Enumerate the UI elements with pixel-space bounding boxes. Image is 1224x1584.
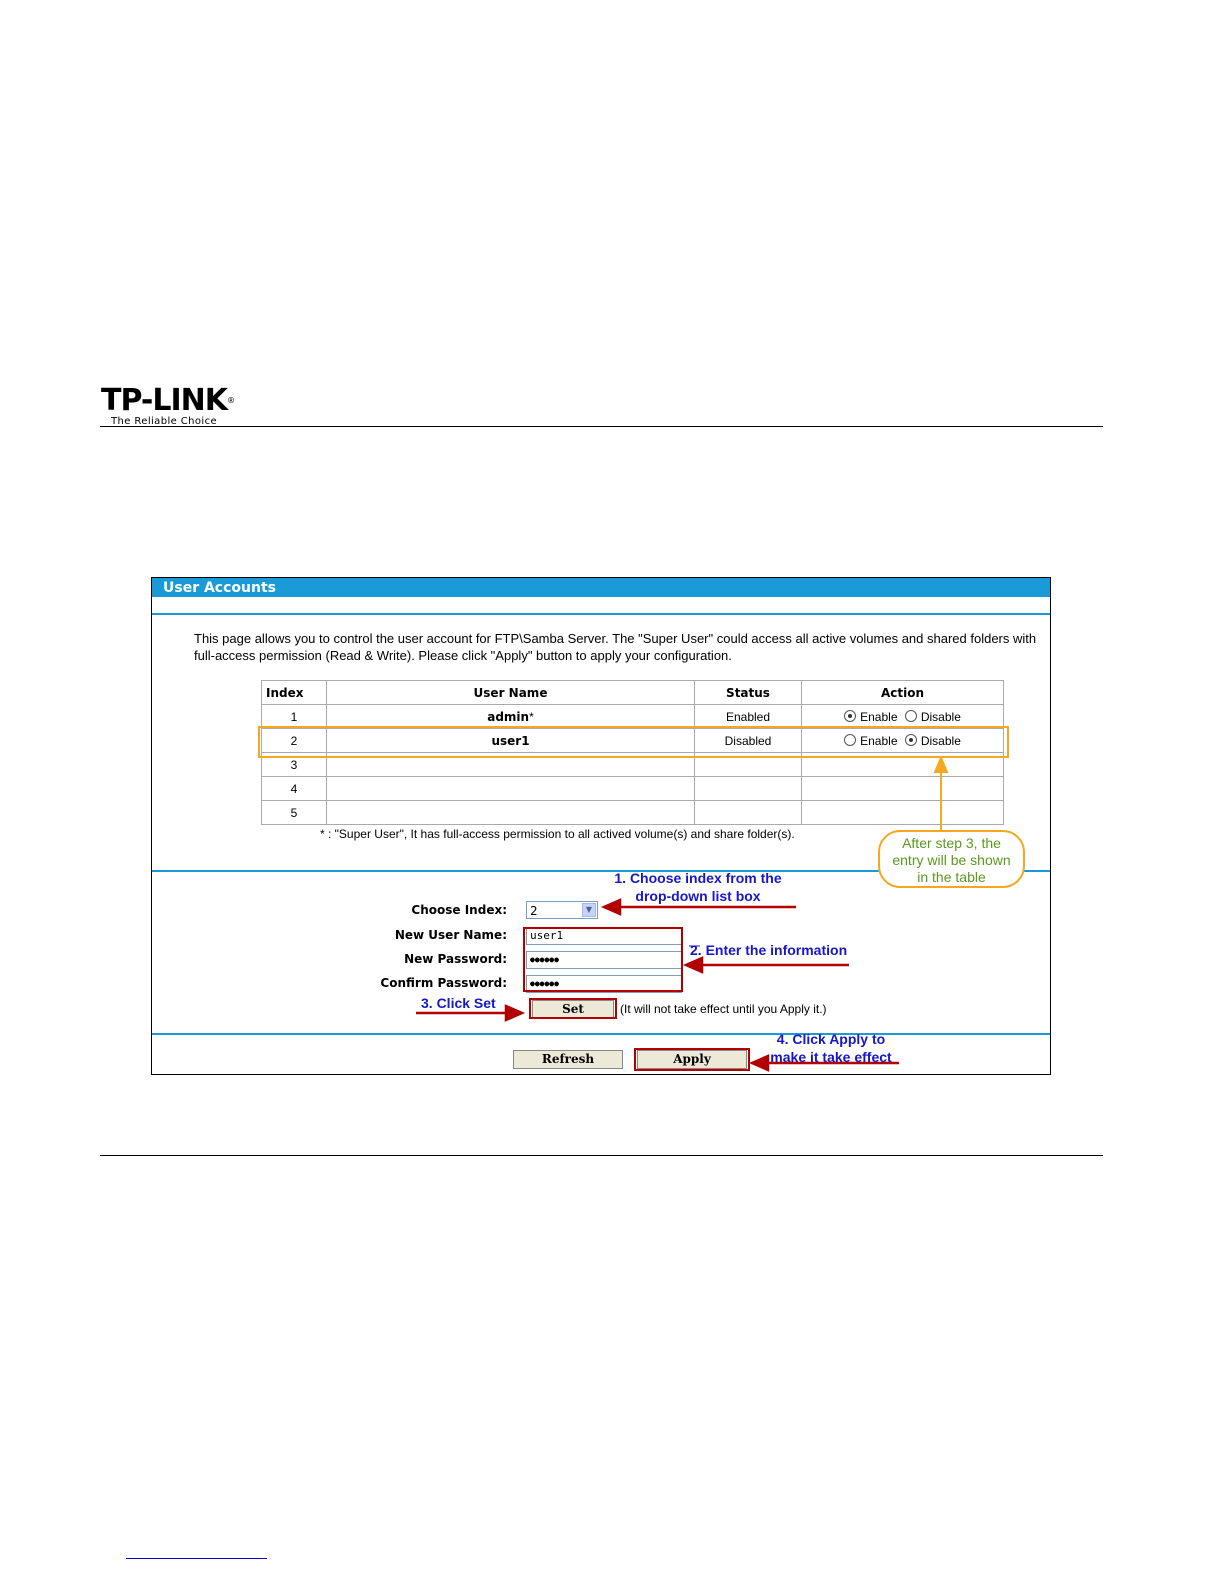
logo-registered-mark: ® <box>227 396 235 405</box>
callout-line3: in the table <box>917 869 986 885</box>
highlight-set-button <box>529 998 617 1019</box>
step4-line2: make it take effect <box>770 1049 892 1065</box>
row-status <box>694 776 802 801</box>
row-index: 1 <box>261 704 327 729</box>
row-index: 5 <box>261 800 327 825</box>
row-user-name <box>326 800 695 825</box>
highlight-form-fields <box>523 927 683 992</box>
callout-text: After step 3, the entry will be shown in… <box>880 835 1023 886</box>
super-user-footnote: * : "Super User", It has full-access per… <box>320 827 795 841</box>
step2-annotation: 2. Enter the information <box>690 942 848 958</box>
step1-annotation: 1. Choose index from the drop-down list … <box>598 869 798 905</box>
highlight-apply-button <box>634 1048 750 1071</box>
arrow-step3-head <box>504 1004 526 1022</box>
step1-line1: 1. Choose index from the <box>614 870 782 886</box>
table-header-row: Index User Name Status Action <box>261 680 1004 705</box>
row-user-name: admin <box>487 709 530 724</box>
enable-radio[interactable] <box>844 709 857 722</box>
page-description: This page allows you to control the user… <box>194 631 1037 663</box>
table-separator <box>152 870 1050 872</box>
refresh-button[interactable]: Refresh <box>513 1050 623 1069</box>
step1-line2: drop-down list box <box>635 888 761 904</box>
choose-index-select[interactable]: 2 ▼ <box>526 901 598 919</box>
footer-link-underline <box>126 1558 267 1559</box>
table-row: 2 user1 Disabled Enable Disable <box>261 728 1004 753</box>
tp-link-logo: TP-LINK® The Reliable Choice <box>101 383 235 428</box>
row-status: Enabled <box>694 704 802 729</box>
form-separator <box>152 1033 1050 1035</box>
disable-label: Disable <box>920 733 961 748</box>
user-accounts-table: Index User Name Status Action 1 admin* E… <box>261 680 1004 825</box>
footer-divider <box>100 1155 1103 1156</box>
set-button[interactable]: Set <box>532 1000 614 1019</box>
new-password-label: New Password: <box>404 952 507 966</box>
table-row: 5 <box>261 800 1004 825</box>
enable-label: Enable <box>860 733 898 748</box>
disable-label: Disable <box>920 709 961 724</box>
row-user-name <box>326 776 695 801</box>
callout-line1: After step 3, the <box>902 835 1001 851</box>
arrow-callout-head <box>933 755 949 773</box>
step3-annotation: 3. Click Set <box>421 995 496 1011</box>
callout-line2: entry will be shown <box>892 852 1011 868</box>
enable-radio[interactable] <box>844 733 857 746</box>
arrow-step2-head <box>682 956 704 974</box>
col-header-action: Action <box>801 680 1004 705</box>
panel-title: User Accounts <box>152 578 1050 599</box>
arrow-step4-head <box>748 1054 770 1072</box>
row-action <box>801 800 1004 825</box>
super-user-mark: * <box>529 709 534 724</box>
step4-annotation: 4. Click Apply to make it take effect <box>760 1030 902 1066</box>
step4-line1: 4. Click Apply to <box>776 1031 886 1047</box>
highlight-row-2 <box>258 726 1009 758</box>
disable-radio[interactable] <box>904 733 917 746</box>
confirm-password-label: Confirm Password: <box>380 976 507 990</box>
disable-radio[interactable] <box>904 709 917 722</box>
confirm-password-input[interactable]: ●●●●●● <box>526 975 682 993</box>
row-user-name: user1 <box>491 733 530 748</box>
apply-button[interactable]: Apply <box>637 1050 747 1069</box>
table-row: 1 admin* Enabled Enable Disable <box>261 704 1004 729</box>
chevron-down-icon[interactable]: ▼ <box>582 903 596 917</box>
header-divider <box>100 426 1103 427</box>
enable-label: Enable <box>860 709 898 724</box>
logo-tagline: The Reliable Choice <box>111 416 218 427</box>
row-status <box>694 800 802 825</box>
logo-brand: TP-LINK <box>101 383 228 418</box>
title-separator <box>152 613 1050 615</box>
col-header-user-name: User Name <box>326 680 695 705</box>
new-user-name-label: New User Name: <box>394 928 507 942</box>
set-hint: (It will not take effect until you Apply… <box>620 1002 827 1016</box>
callout-bubble: After step 3, the entry will be shown in… <box>878 830 1025 888</box>
table-row: 4 <box>261 776 1004 801</box>
user-accounts-panel: User Accounts This page allows you to co… <box>151 577 1051 1075</box>
arrow-step1-head <box>600 898 622 916</box>
col-header-status: Status <box>694 680 802 705</box>
choose-index-label: Choose Index: <box>411 903 507 917</box>
choose-index-value: 2 <box>530 904 538 918</box>
